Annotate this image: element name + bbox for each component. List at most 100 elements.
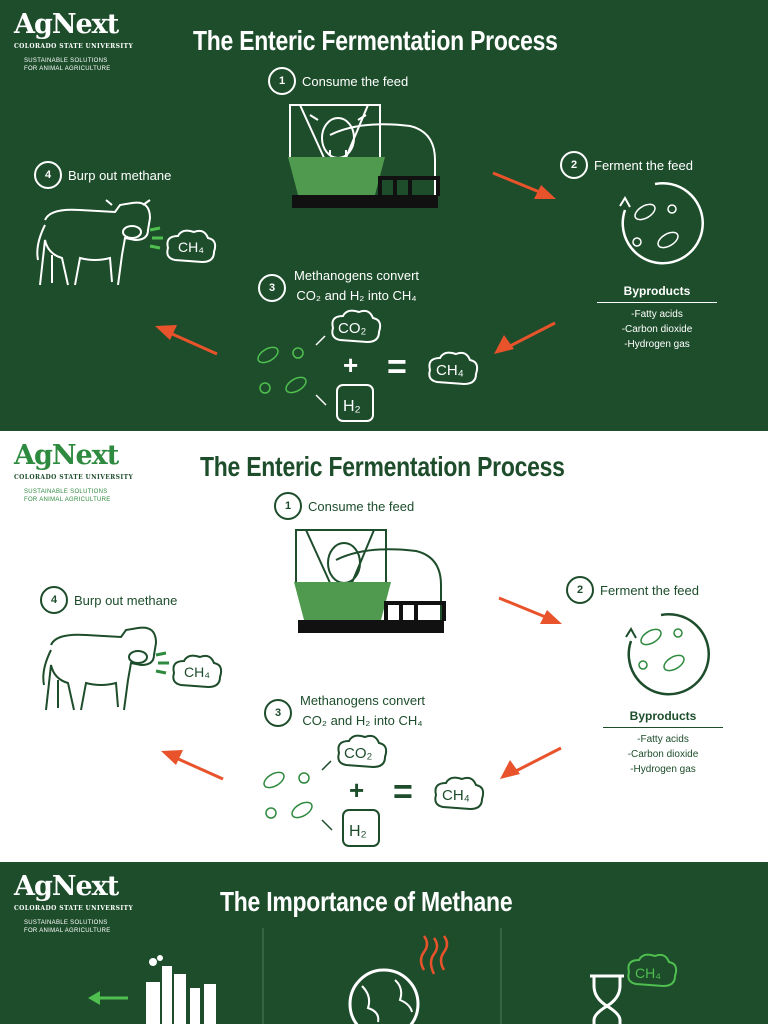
equals-sign: = [387, 348, 407, 386]
page-title: The Enteric Fermentation Process [200, 451, 565, 482]
logo-wordmark: AgNext [14, 9, 119, 40]
process-panel-light: AgNext COLORADO STATE UNIVERSITY SUSTAIN… [0, 431, 768, 862]
step-2-number: 2 [566, 576, 594, 604]
feed-platform-icon [298, 601, 446, 633]
step-1-label: Consume the feed [302, 73, 409, 89]
cow-feeding-icon [289, 104, 436, 200]
methanogen-microbes-icon [263, 771, 313, 819]
step-2: 2 Ferment the feed [560, 151, 693, 179]
result-ch4-cloud-icon [434, 776, 485, 811]
h2-box-icon [342, 809, 380, 847]
byproduct-item: -Hydrogen gas [624, 339, 690, 350]
microbe-cells-icon [638, 628, 685, 672]
co2-cloud-icon [337, 734, 388, 769]
ch4-cloud-icon [627, 953, 678, 988]
flow-arrows [161, 596, 562, 781]
feed-platform-icon [292, 176, 440, 208]
importance-panel: AgNext COLORADO STATE UNIVERSITY SUSTAIN… [0, 862, 768, 1024]
byproducts-list: Byproducts -Fatty acids -Carbon dioxide … [603, 709, 723, 777]
logo-tagline: SUSTAINABLE SOLUTIONS FOR ANIMAL AGRICUL… [24, 489, 111, 503]
process-illustration: CH₄ CO₂ H₂ + = CH₄ [36, 104, 704, 422]
step-4-label: Burp out methane [74, 592, 178, 608]
byproduct-item: -Carbon dioxide [627, 749, 699, 760]
logo-university: COLORADO STATE UNIVERSITY [14, 43, 134, 50]
factory-icon [146, 955, 216, 1024]
methanogen-microbes-icon [257, 346, 307, 394]
co2-label: CO₂ [338, 320, 367, 337]
cow-burping-icon [36, 199, 152, 286]
cow-ch4-label: CH₄ [178, 239, 204, 255]
logo-wordmark: AgNext [14, 871, 119, 902]
step-3-label-line2: CO₂ and H₂ into CH₄ [296, 288, 417, 303]
agnext-logo: AgNext COLORADO STATE UNIVERSITY SUSTAIN… [14, 10, 133, 73]
step-3: 3 Methanogens convert CO₂ and H₂ into CH… [258, 266, 420, 306]
logo-tagline: SUSTAINABLE SOLUTIONS FOR ANIMAL AGRICUL… [24, 58, 111, 72]
result-ch4-label: CH₄ [436, 362, 464, 379]
byproducts-title: Byproducts [597, 284, 717, 303]
arrow-3-to-4-icon [155, 325, 218, 356]
logo-tagline: SUSTAINABLE SOLUTIONS FOR ANIMAL AGRICUL… [24, 920, 111, 934]
byproduct-item: -Fatty acids [637, 734, 689, 745]
step-3-label-line2: CO₂ and H₂ into CH₄ [302, 713, 423, 728]
step-3-label-line1: Methanogens convert [300, 693, 426, 708]
byproducts-title: Byproducts [603, 709, 723, 728]
step-4-number: 4 [34, 161, 62, 189]
step-4: 4 Burp out methane [34, 161, 171, 189]
step-1-number: 1 [274, 492, 302, 520]
step-3-label-line1: Methanogens convert [294, 268, 420, 283]
byproduct-item: -Hydrogen gas [630, 764, 696, 775]
agnext-logo: AgNext COLORADO STATE UNIVERSITY SUSTAIN… [14, 872, 133, 935]
step-1-number: 1 [268, 67, 296, 95]
arrow-1-to-2-icon [492, 171, 556, 199]
step-3-number: 3 [258, 274, 286, 302]
byproducts-list: Byproducts -Fatty acids -Carbon dioxide … [597, 284, 717, 352]
agnext-logo: AgNext COLORADO STATE UNIVERSITY SUSTAIN… [14, 441, 133, 504]
plus-sign: + [349, 775, 364, 805]
step-3: 3 Methanogens convert CO₂ and H₂ into CH… [264, 691, 426, 731]
co2-label: CO₂ [344, 745, 373, 762]
rumen-microbes-icon [625, 613, 710, 696]
step-4-number: 4 [40, 586, 68, 614]
byproduct-item: -Fatty acids [631, 309, 683, 320]
result-ch4-cloud-icon [428, 351, 479, 386]
globe-icon [348, 968, 420, 1024]
step-4: 4 Burp out methane [40, 586, 177, 614]
logo-wordmark: AgNext [14, 440, 119, 471]
hourglass-icon [590, 974, 624, 1024]
arrow-2-to-3-icon [500, 746, 562, 779]
ch4-cloud-icon [172, 654, 223, 689]
importance-title: The Importance of Methane [220, 886, 513, 917]
importance-ch4-label: CH₄ [635, 965, 661, 981]
burp-lines-icon [155, 651, 169, 675]
step-3-number: 3 [264, 699, 292, 727]
step-2: 2 Ferment the feed [566, 576, 699, 604]
step-4-label: Burp out methane [68, 167, 172, 183]
byproduct-item: -Carbon dioxide [621, 324, 693, 335]
step-2-number: 2 [560, 151, 588, 179]
arrow-2-to-3-icon [494, 321, 556, 354]
result-ch4-label: CH₄ [442, 787, 470, 804]
process-panel-dark: AgNext COLORADO STATE UNIVERSITY SUSTAIN… [0, 0, 768, 431]
logo-university: COLORADO STATE UNIVERSITY [14, 905, 134, 912]
feed-bin-icon [294, 582, 391, 620]
arrow-1-to-2-icon [498, 596, 562, 624]
left-arrow-icon [88, 991, 128, 1005]
co2-cloud-icon [331, 309, 382, 344]
step-1-label: Consume the feed [308, 498, 415, 514]
flow-arrows [155, 171, 556, 356]
feed-bin-icon [288, 157, 385, 195]
h2-label: H₂ [349, 823, 367, 840]
burp-lines-icon [149, 226, 163, 250]
rumen-microbes-icon [619, 182, 704, 265]
importance-illustration: CH₄ [88, 928, 678, 1024]
logo-university: COLORADO STATE UNIVERSITY [14, 474, 134, 481]
ch4-cloud-icon [166, 229, 217, 264]
arrow-3-to-4-icon [161, 750, 224, 781]
h2-label: H₂ [343, 398, 361, 415]
step-1: 1 Consume the feed [268, 67, 408, 95]
step-2-label: Ferment the feed [594, 157, 693, 173]
step-1: 1 Consume the feed [274, 492, 414, 520]
page-title: The Enteric Fermentation Process [193, 25, 558, 56]
plus-sign: + [343, 350, 358, 380]
cow-burping-icon [42, 626, 158, 711]
